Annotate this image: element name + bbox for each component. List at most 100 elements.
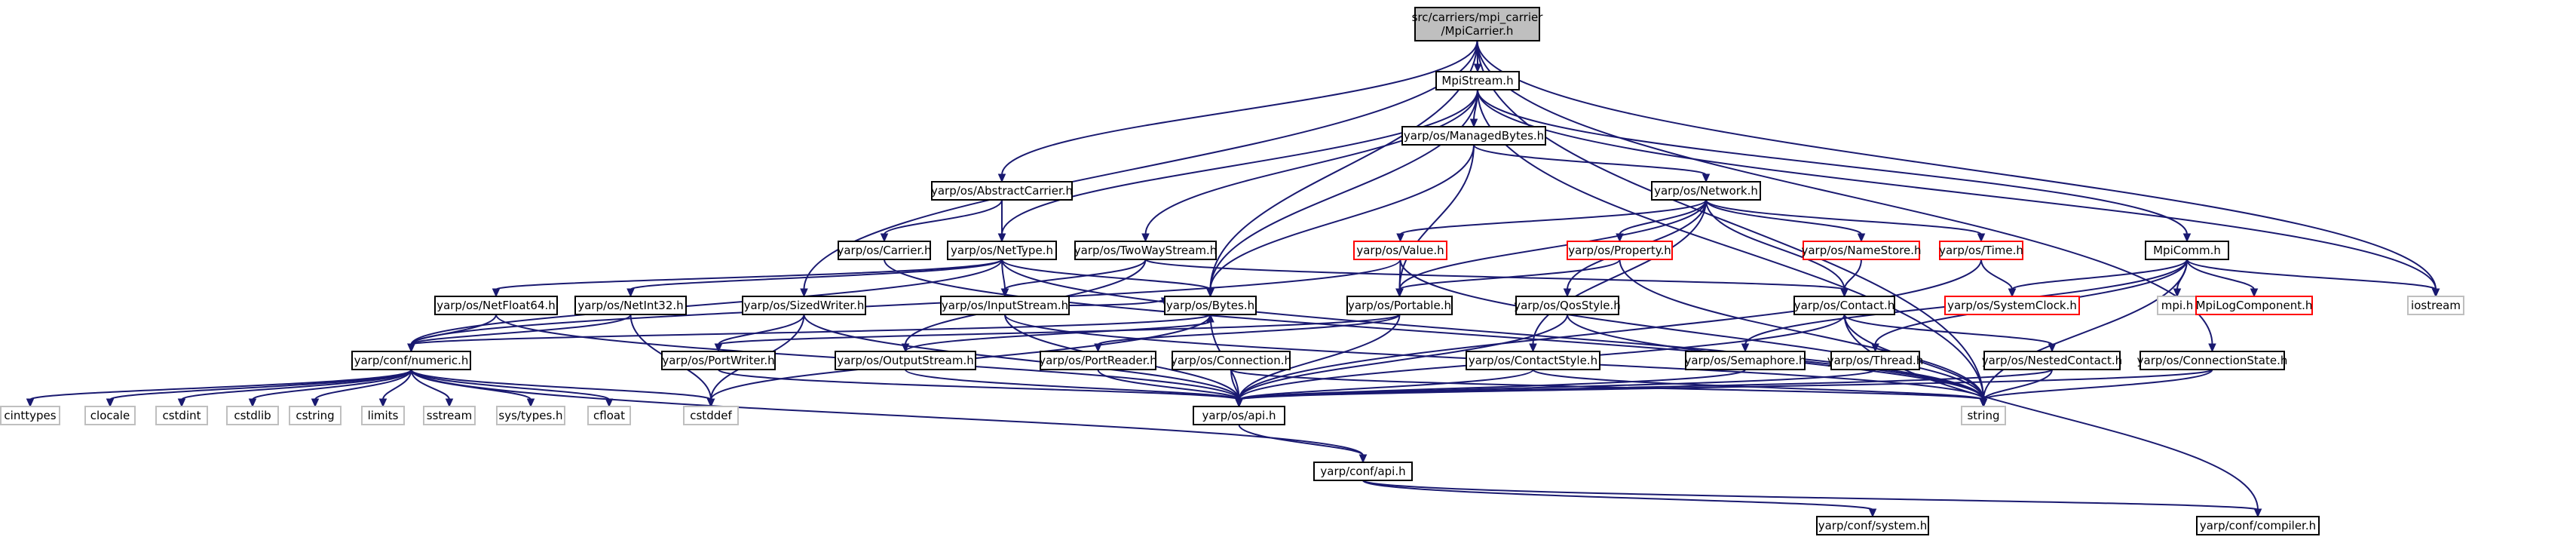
- node-box-thread[interactable]: [1830, 351, 1920, 370]
- node-label-mpicomm: MpiComm.h: [2153, 244, 2221, 257]
- node-box-string: [1961, 406, 2006, 425]
- node-nettype[interactable]: yarp/os/NetType.h: [947, 241, 1057, 260]
- node-inputstream[interactable]: yarp/os/InputStream.h: [940, 296, 1070, 315]
- node-box-abstractcarrier[interactable]: [931, 181, 1073, 201]
- node-confcompiler[interactable]: yarp/conf/compiler.h: [2196, 516, 2320, 535]
- node-box-connectionstate[interactable]: [2140, 351, 2285, 370]
- node-confnumeric[interactable]: yarp/conf/numeric.h: [351, 351, 471, 370]
- edge-network-to-contact: [1705, 199, 1845, 290]
- node-mpilog[interactable]: MpiLogComponent.h: [2195, 296, 2313, 315]
- node-box-time[interactable]: [1939, 241, 2023, 260]
- node-sizedwriter[interactable]: yarp/os/SizedWriter.h: [742, 296, 866, 315]
- node-connection[interactable]: yarp/os/Connection.h: [1171, 351, 1291, 370]
- node-portwriter[interactable]: yarp/os/PortWriter.h: [661, 351, 776, 370]
- node-qosstyle[interactable]: yarp/os/QosStyle.h: [1514, 296, 1621, 315]
- arrowhead-confnumeric-to-clocale: [106, 398, 115, 408]
- node-value[interactable]: yarp/os/Value.h: [1353, 241, 1447, 260]
- node-mpistream[interactable]: MpiStream.h: [1435, 71, 1520, 90]
- node-contactstyle[interactable]: yarp/os/ContactStyle.h: [1466, 351, 1600, 370]
- node-label-confcompiler: yarp/conf/compiler.h: [2200, 519, 2316, 532]
- node-box-mpilog[interactable]: [2195, 296, 2313, 315]
- node-carrier[interactable]: yarp/os/Carrier.h: [837, 241, 932, 260]
- node-box-outputstream[interactable]: [835, 351, 976, 370]
- node-thread[interactable]: yarp/os/Thread.h: [1827, 351, 1924, 370]
- node-label-network: yarp/os/Network.h: [1654, 184, 1758, 198]
- node-twowaystream[interactable]: yarp/os/TwoWayStream.h: [1074, 241, 1217, 260]
- node-box-confsystem[interactable]: [1816, 516, 1929, 535]
- node-box-contactstyle[interactable]: [1466, 351, 1600, 370]
- node-box-contact[interactable]: [1793, 296, 1895, 315]
- edge-nettype-to-netint32: [629, 259, 1003, 290]
- node-box-value[interactable]: [1353, 241, 1447, 260]
- node-label-nestedcontact: yarp/os/NestedContact.h: [1982, 354, 2122, 367]
- node-time[interactable]: yarp/os/Time.h: [1939, 241, 2023, 260]
- node-portreader[interactable]: yarp/os/PortReader.h: [1039, 351, 1157, 370]
- node-box-cinttypes: [0, 406, 60, 425]
- node-box-bytes[interactable]: [1164, 296, 1257, 315]
- node-label-managedbytes: yarp/os/ManagedBytes.h: [1404, 129, 1544, 143]
- node-box-confnumeric[interactable]: [351, 351, 471, 370]
- node-netfloat64[interactable]: yarp/os/NetFloat64.h: [434, 296, 558, 315]
- node-label-mpistream: MpiStream.h: [1441, 74, 1513, 87]
- node-box-netfloat64[interactable]: [434, 296, 558, 315]
- node-box-connection[interactable]: [1172, 351, 1291, 370]
- node-label-confnumeric: yarp/conf/numeric.h: [354, 354, 469, 367]
- node-box-qosstyle[interactable]: [1515, 296, 1619, 315]
- node-box-root[interactable]: [1414, 7, 1540, 41]
- node-box-nettype[interactable]: [947, 241, 1057, 260]
- node-box-confapi[interactable]: [1313, 462, 1413, 481]
- node-box-twowaystream[interactable]: [1074, 241, 1217, 260]
- node-confapi[interactable]: yarp/conf/api.h: [1313, 462, 1413, 481]
- node-semaphore[interactable]: yarp/os/Semaphore.h: [1685, 351, 1806, 370]
- node-connectionstate[interactable]: yarp/os/ConnectionState.h: [2137, 351, 2288, 370]
- node-bytes[interactable]: yarp/os/Bytes.h: [1164, 296, 1257, 315]
- node-box-confcompiler[interactable]: [2196, 516, 2320, 535]
- node-box-portreader[interactable]: [1040, 351, 1156, 370]
- node-network[interactable]: yarp/os/Network.h: [1651, 181, 1761, 201]
- node-property[interactable]: yarp/os/Property.h: [1567, 241, 1673, 260]
- edge-confnumeric-to-cfloat: [410, 369, 610, 400]
- arrowhead-confapi-to-confcompiler: [2253, 508, 2262, 518]
- node-outputstream[interactable]: yarp/os/OutputStream.h: [835, 351, 976, 370]
- arrowhead-network-to-contactstyle: [1529, 343, 1537, 353]
- arrowhead-managedbytes-to-network: [1702, 173, 1711, 183]
- edge-confnumeric-to-cstddef: [410, 369, 712, 400]
- node-apih[interactable]: yarp/os/api.h: [1193, 406, 1285, 425]
- node-box-portable[interactable]: [1346, 296, 1453, 315]
- node-box-property[interactable]: [1567, 241, 1673, 260]
- node-box-portwriter[interactable]: [661, 351, 776, 370]
- node-netint32[interactable]: yarp/os/NetInt32.h: [574, 296, 687, 315]
- node-nestedcontact[interactable]: yarp/os/NestedContact.h: [1982, 351, 2122, 370]
- node-root[interactable]: src/carriers/mpi_carrier/MpiCarrier.h: [1412, 7, 1544, 41]
- node-label-mpilog: MpiLogComponent.h: [2196, 299, 2313, 312]
- node-abstractcarrier[interactable]: yarp/os/AbstractCarrier.h: [931, 181, 1073, 201]
- node-mpicomm[interactable]: MpiComm.h: [2145, 241, 2229, 260]
- node-box-cstring: [289, 406, 342, 425]
- node-box-carrier[interactable]: [838, 241, 931, 260]
- node-box-namestore[interactable]: [1803, 241, 1920, 260]
- node-box-nestedcontact[interactable]: [1983, 351, 2121, 370]
- arrowhead-namestore-to-contact: [1840, 288, 1849, 298]
- node-portable[interactable]: yarp/os/Portable.h: [1346, 296, 1453, 315]
- node-box-network[interactable]: [1651, 181, 1761, 201]
- node-managedbytes[interactable]: yarp/os/ManagedBytes.h: [1401, 126, 1546, 146]
- node-box-semaphore[interactable]: [1685, 351, 1806, 370]
- node-box-mpicomm[interactable]: [2145, 241, 2229, 260]
- node-systemclock[interactable]: yarp/os/SystemClock.h: [1944, 296, 2080, 315]
- node-box-sizedwriter[interactable]: [742, 296, 866, 315]
- node-box-mpistream[interactable]: [1435, 71, 1520, 90]
- edge-contact-to-nestedcontact: [1843, 314, 2053, 345]
- node-namestore[interactable]: yarp/os/NameStore.h: [1801, 241, 1922, 260]
- node-cstddef: cstddef: [683, 406, 739, 425]
- node-box-systemclock[interactable]: [1944, 296, 2080, 315]
- node-box-managedbytes[interactable]: [1401, 126, 1546, 146]
- node-confsystem[interactable]: yarp/conf/system.h: [1816, 516, 1929, 535]
- node-contact[interactable]: yarp/os/Contact.h: [1793, 296, 1895, 315]
- node-box-apih[interactable]: [1193, 406, 1285, 425]
- node-label-portwriter: yarp/os/PortWriter.h: [662, 354, 774, 367]
- node-box-inputstream[interactable]: [940, 296, 1070, 315]
- arrowhead-confapi-to-confsystem: [1868, 508, 1877, 518]
- arrowhead-root-to-mpistream: [1473, 63, 1482, 73]
- node-box-netint32[interactable]: [574, 296, 687, 315]
- edge-mpicomm-to-iostream: [2186, 259, 2437, 290]
